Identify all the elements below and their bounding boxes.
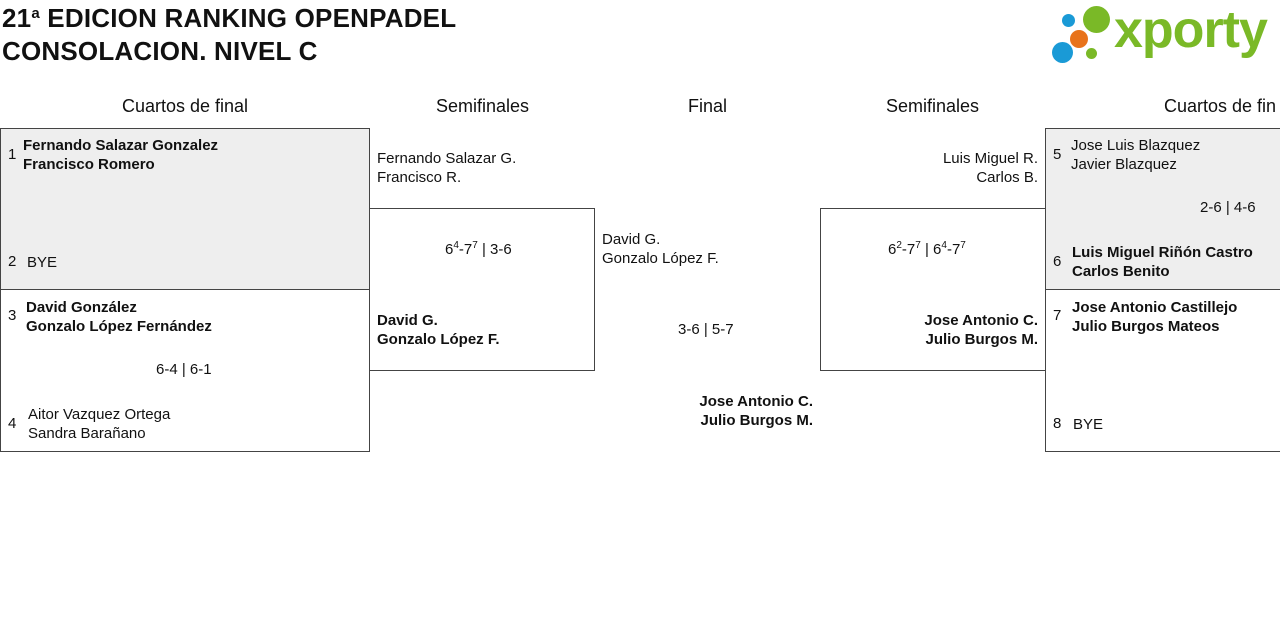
team-player: Javier Blazquez <box>1071 156 1177 173</box>
seed-number: 4 <box>8 415 17 432</box>
seed-number: 5 <box>1053 146 1062 163</box>
logo-dot-green <box>1083 6 1110 33</box>
team-player: Gonzalo López F. <box>602 250 719 267</box>
match-score: 62-77 | 64-77 <box>888 240 966 259</box>
round-header-final: Final <box>687 96 727 116</box>
match-score: 64-77 | 3-6 <box>445 240 512 259</box>
champion-player: Jose Antonio C. <box>699 393 813 410</box>
left-qf-match-1[interactable] <box>0 128 370 290</box>
team-player: Sandra Barañano <box>28 425 146 442</box>
logo-dot-green-small <box>1086 48 1097 59</box>
team-player: Gonzalo López Fernández <box>26 318 212 335</box>
page-title: 21a EDICION RANKING OPENPADEL CONSOLACIO… <box>2 2 456 68</box>
team-player: Francisco R. <box>377 169 462 186</box>
team-player: Fernando Salazar G. <box>377 150 517 167</box>
team-player: Luis Miguel Riñón Castro <box>1072 244 1253 261</box>
title-line-1: 21a EDICION RANKING OPENPADEL <box>2 3 457 33</box>
logo-dot-blue-large <box>1052 42 1073 63</box>
logo-text: xporty <box>1114 1 1268 59</box>
team-player: Fernando Salazar Gonzalez <box>23 137 219 154</box>
team-player: Julio Burgos M. <box>925 331 1039 348</box>
right-qf-match-2[interactable] <box>1045 289 1280 452</box>
round-header-right-qf: Cuartos de fin <box>1164 96 1277 116</box>
xporty-logo[interactable]: xporty <box>1050 1 1280 68</box>
team-player: Gonzalo López F. <box>377 331 500 348</box>
right-qf-match-1[interactable] <box>1045 128 1280 290</box>
logo-dot-orange <box>1070 30 1088 48</box>
round-header-right-sf: Semifinales <box>885 96 980 116</box>
team-player: Julio Burgos Mateos <box>1072 318 1220 335</box>
round-header-left-sf: Semifinales <box>435 96 530 116</box>
team-player: Jose Antonio Castillejo <box>1072 299 1238 316</box>
seed-number: 3 <box>8 307 17 324</box>
match-score: 2-6 | 4-6 <box>1200 199 1256 216</box>
team-player: Francisco Romero <box>23 156 155 173</box>
champion-player: Julio Burgos M. <box>700 412 814 429</box>
team-player: Luis Miguel R. <box>942 150 1038 167</box>
title-line-2: CONSOLACION. NIVEL C <box>2 36 318 66</box>
team-player: Carlos Benito <box>1072 263 1170 280</box>
team-player: David G. <box>602 231 661 248</box>
team-player: Carlos B. <box>976 169 1038 186</box>
seed-number: 2 <box>8 253 17 270</box>
final-score: 3-6 | 5-7 <box>678 321 734 338</box>
round-header-left-qf: Cuartos de final <box>121 96 249 116</box>
team-player: Jose Luis Blazquez <box>1071 137 1201 154</box>
team-player: Jose Antonio C. <box>924 312 1038 329</box>
left-sf-match[interactable] <box>369 208 595 371</box>
logo-dot-blue-small <box>1062 14 1075 27</box>
match-score: 6-4 | 6-1 <box>156 361 212 378</box>
team-player: Aitor Vazquez Ortega <box>28 406 171 423</box>
seed-number: 8 <box>1053 415 1062 432</box>
seed-number: 1 <box>8 146 17 163</box>
seed-number: 7 <box>1053 307 1062 324</box>
team-player: David González <box>26 299 137 316</box>
team-player: David G. <box>377 312 438 329</box>
team-bye: BYE <box>1073 416 1104 433</box>
seed-number: 6 <box>1053 253 1062 270</box>
team-bye: BYE <box>27 254 58 271</box>
